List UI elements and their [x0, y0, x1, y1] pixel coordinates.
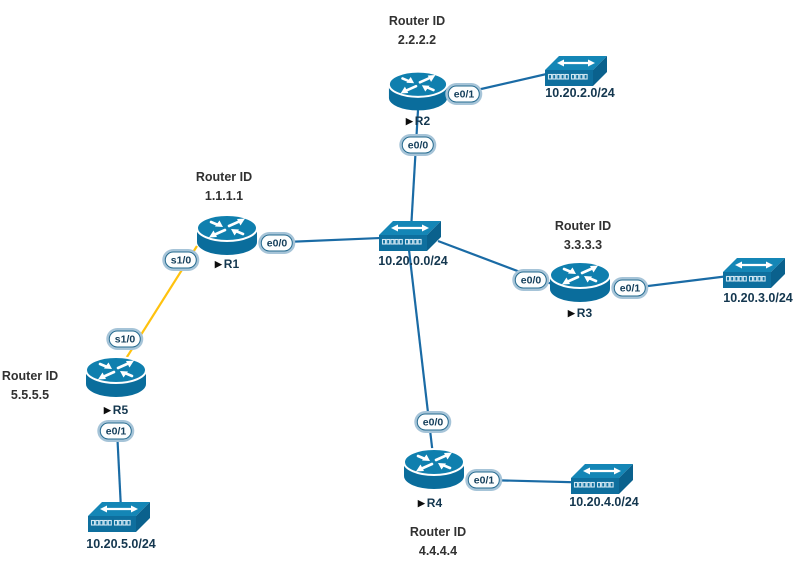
device-label-R2: ▶R2 — [406, 114, 430, 128]
network-label-SW0: 10.20.0.0/24 — [378, 254, 448, 268]
device-label-R1: ▶R1 — [215, 257, 239, 271]
router-R4-icon[interactable] — [402, 447, 466, 493]
interface-label-R5-e0-1: e0/1 — [99, 422, 133, 440]
router-id-value: 4.4.4.4 — [418, 544, 458, 558]
network-label-SW3: 10.20.3.0/24 — [723, 291, 793, 305]
device-name: R4 — [426, 496, 443, 510]
network-label-SW5: 10.20.5.0/24 — [86, 537, 156, 551]
router-id-title: Router ID — [554, 219, 612, 233]
link-SW0-R4-ethernet[interactable] — [407, 249, 436, 465]
link-R5-SW5-ethernet[interactable] — [115, 429, 123, 510]
network-label-SW4: 10.20.4.0/24 — [569, 495, 639, 509]
router-id-title: Router ID — [409, 525, 467, 539]
device-marker-arrow-icon: ▶ — [567, 307, 575, 318]
interface-label-R4-e0-1: e0/1 — [467, 471, 501, 489]
router-id-block-R1: Router ID 1.1.1.1 — [196, 168, 252, 206]
interface-label-R1-s1-0: s1/0 — [164, 251, 198, 269]
device-name: R1 — [223, 257, 240, 271]
interface-label-R3-e0-1: e0/1 — [613, 279, 647, 297]
switch-SW0-icon[interactable] — [377, 215, 443, 253]
router-id-block-R2: Router ID 2.2.2.2 — [389, 12, 445, 50]
router-id-value: 5.5.5.5 — [10, 388, 50, 402]
device-marker-arrow-icon: ▶ — [417, 497, 425, 508]
interface-label-R2-e0-1: e0/1 — [447, 85, 481, 103]
device-label-R5: ▶R5 — [104, 403, 128, 417]
router-id-value: 1.1.1.1 — [204, 189, 244, 203]
interface-label-R5-s1-0: s1/0 — [108, 330, 142, 348]
device-marker-arrow-icon: ▶ — [405, 115, 413, 126]
switch-SW5-icon[interactable] — [86, 496, 152, 534]
router-id-block-R4: Router ID 4.4.4.4 — [410, 523, 466, 561]
router-R5-icon[interactable] — [84, 355, 148, 401]
link-R2-SW0-ethernet[interactable] — [409, 109, 420, 231]
router-id-title: Router ID — [1, 369, 59, 383]
router-id-title: Router ID — [195, 170, 253, 184]
device-label-R3: ▶R3 — [568, 306, 592, 320]
device-name: R2 — [414, 114, 431, 128]
switch-SW4-icon[interactable] — [569, 458, 635, 496]
device-name: R3 — [576, 306, 593, 320]
router-id-block-R5: Router ID 5.5.5.5 — [2, 367, 58, 405]
network-label-SW2: 10.20.2.0/24 — [545, 86, 615, 100]
switch-SW3-icon[interactable] — [721, 252, 787, 290]
interface-label-R4-e0-0: e0/0 — [416, 413, 450, 431]
device-marker-arrow-icon: ▶ — [103, 404, 111, 415]
router-R2-icon[interactable] — [387, 69, 449, 115]
router-id-value: 2.2.2.2 — [397, 33, 437, 47]
device-name: R5 — [112, 403, 129, 417]
device-marker-arrow-icon: ▶ — [214, 258, 222, 269]
router-R3-icon[interactable] — [548, 260, 612, 306]
device-label-R4: ▶R4 — [418, 496, 442, 510]
interface-label-R2-e0-0: e0/0 — [401, 136, 435, 154]
interface-label-R1-e0-0: e0/0 — [260, 234, 294, 252]
router-id-value: 3.3.3.3 — [563, 238, 603, 252]
router-R1-icon[interactable] — [195, 213, 259, 259]
router-id-block-R3: Router ID 3.3.3.3 — [555, 217, 611, 255]
interface-label-R3-e0-0: e0/0 — [514, 271, 548, 289]
router-id-title: Router ID — [388, 14, 446, 28]
switch-SW2-icon[interactable] — [543, 50, 609, 88]
